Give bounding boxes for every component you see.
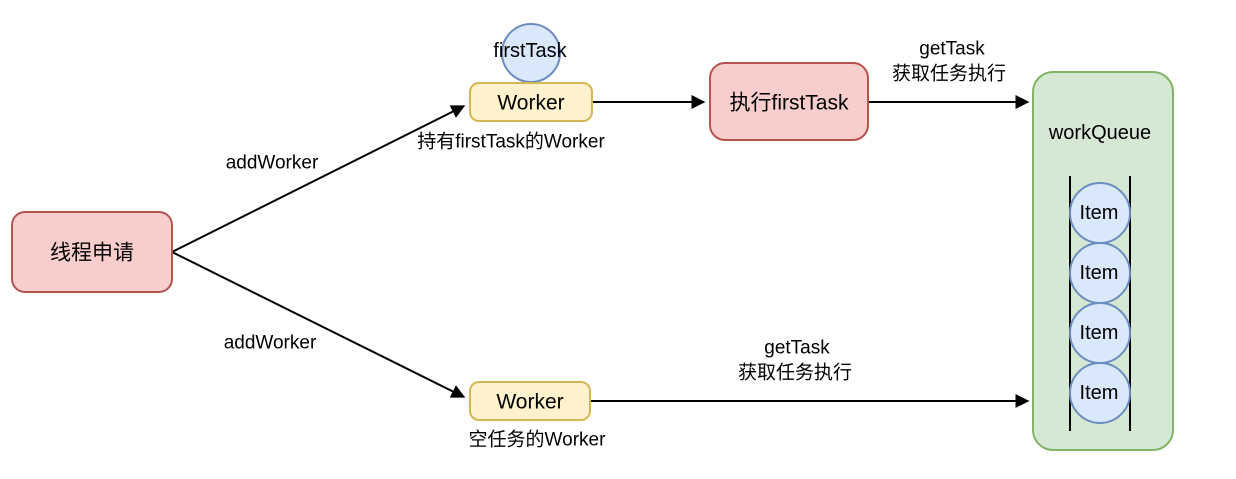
thread-request-label: 线程申请 (50, 242, 134, 265)
label-addworker-bottom: addWorker (224, 333, 317, 354)
queue-item-circle (1069, 362, 1131, 424)
edge-addworker-bottom (171, 251, 466, 398)
worker-bottom-label: Worker (496, 391, 563, 414)
worker-bottom-caption: 空任务的Worker (469, 429, 607, 451)
queue-item: Item (1069, 302, 1131, 364)
queue-item: Item (1069, 182, 1131, 244)
execute-first-task-label: 执行firstTask (729, 92, 849, 115)
thread-request-box (11, 211, 173, 293)
work-queue-label: workQueue (1048, 122, 1151, 144)
edge-addworker-top (171, 105, 466, 253)
node-thread-request: 线程申请 (11, 211, 173, 293)
label-gettask-bottom-line2: 获取任务执行 (738, 362, 852, 384)
node-worker-top: Worker 持有firstTask的Worker (417, 82, 605, 153)
queue-item-label: Item (1080, 322, 1119, 344)
node-work-queue: workQueue Item Item Item Item (1032, 71, 1174, 451)
queue-item-label: Item (1080, 382, 1119, 404)
execute-first-task-box (709, 62, 869, 141)
node-execute-first-task: 执行firstTask (709, 62, 869, 141)
label-gettask-bottom-line1: getTask (764, 338, 830, 359)
worker-top-label: Worker (497, 92, 564, 115)
worker-top-box (469, 82, 593, 122)
label-gettask-top-line2: 获取任务执行 (892, 63, 1006, 85)
edge-labels: addWorker addWorker getTask 获取任务执行 getTa… (224, 39, 1006, 384)
queue-item: Item (1069, 242, 1131, 304)
queue-item-label: Item (1080, 262, 1119, 284)
label-gettask-top-line1: getTask (919, 39, 985, 60)
queue-item: Item (1069, 362, 1131, 424)
node-worker-bottom: Worker 空任务的Worker (469, 381, 607, 451)
node-first-task: firstTask (493, 23, 568, 83)
queue-item-label: Item (1080, 202, 1119, 224)
worker-bottom-box (469, 381, 591, 421)
edges (171, 95, 1030, 408)
first-task-label: firstTask (493, 40, 567, 62)
label-addworker-top: addWorker (226, 153, 319, 174)
worker-top-caption: 持有firstTask的Worker (417, 131, 605, 153)
